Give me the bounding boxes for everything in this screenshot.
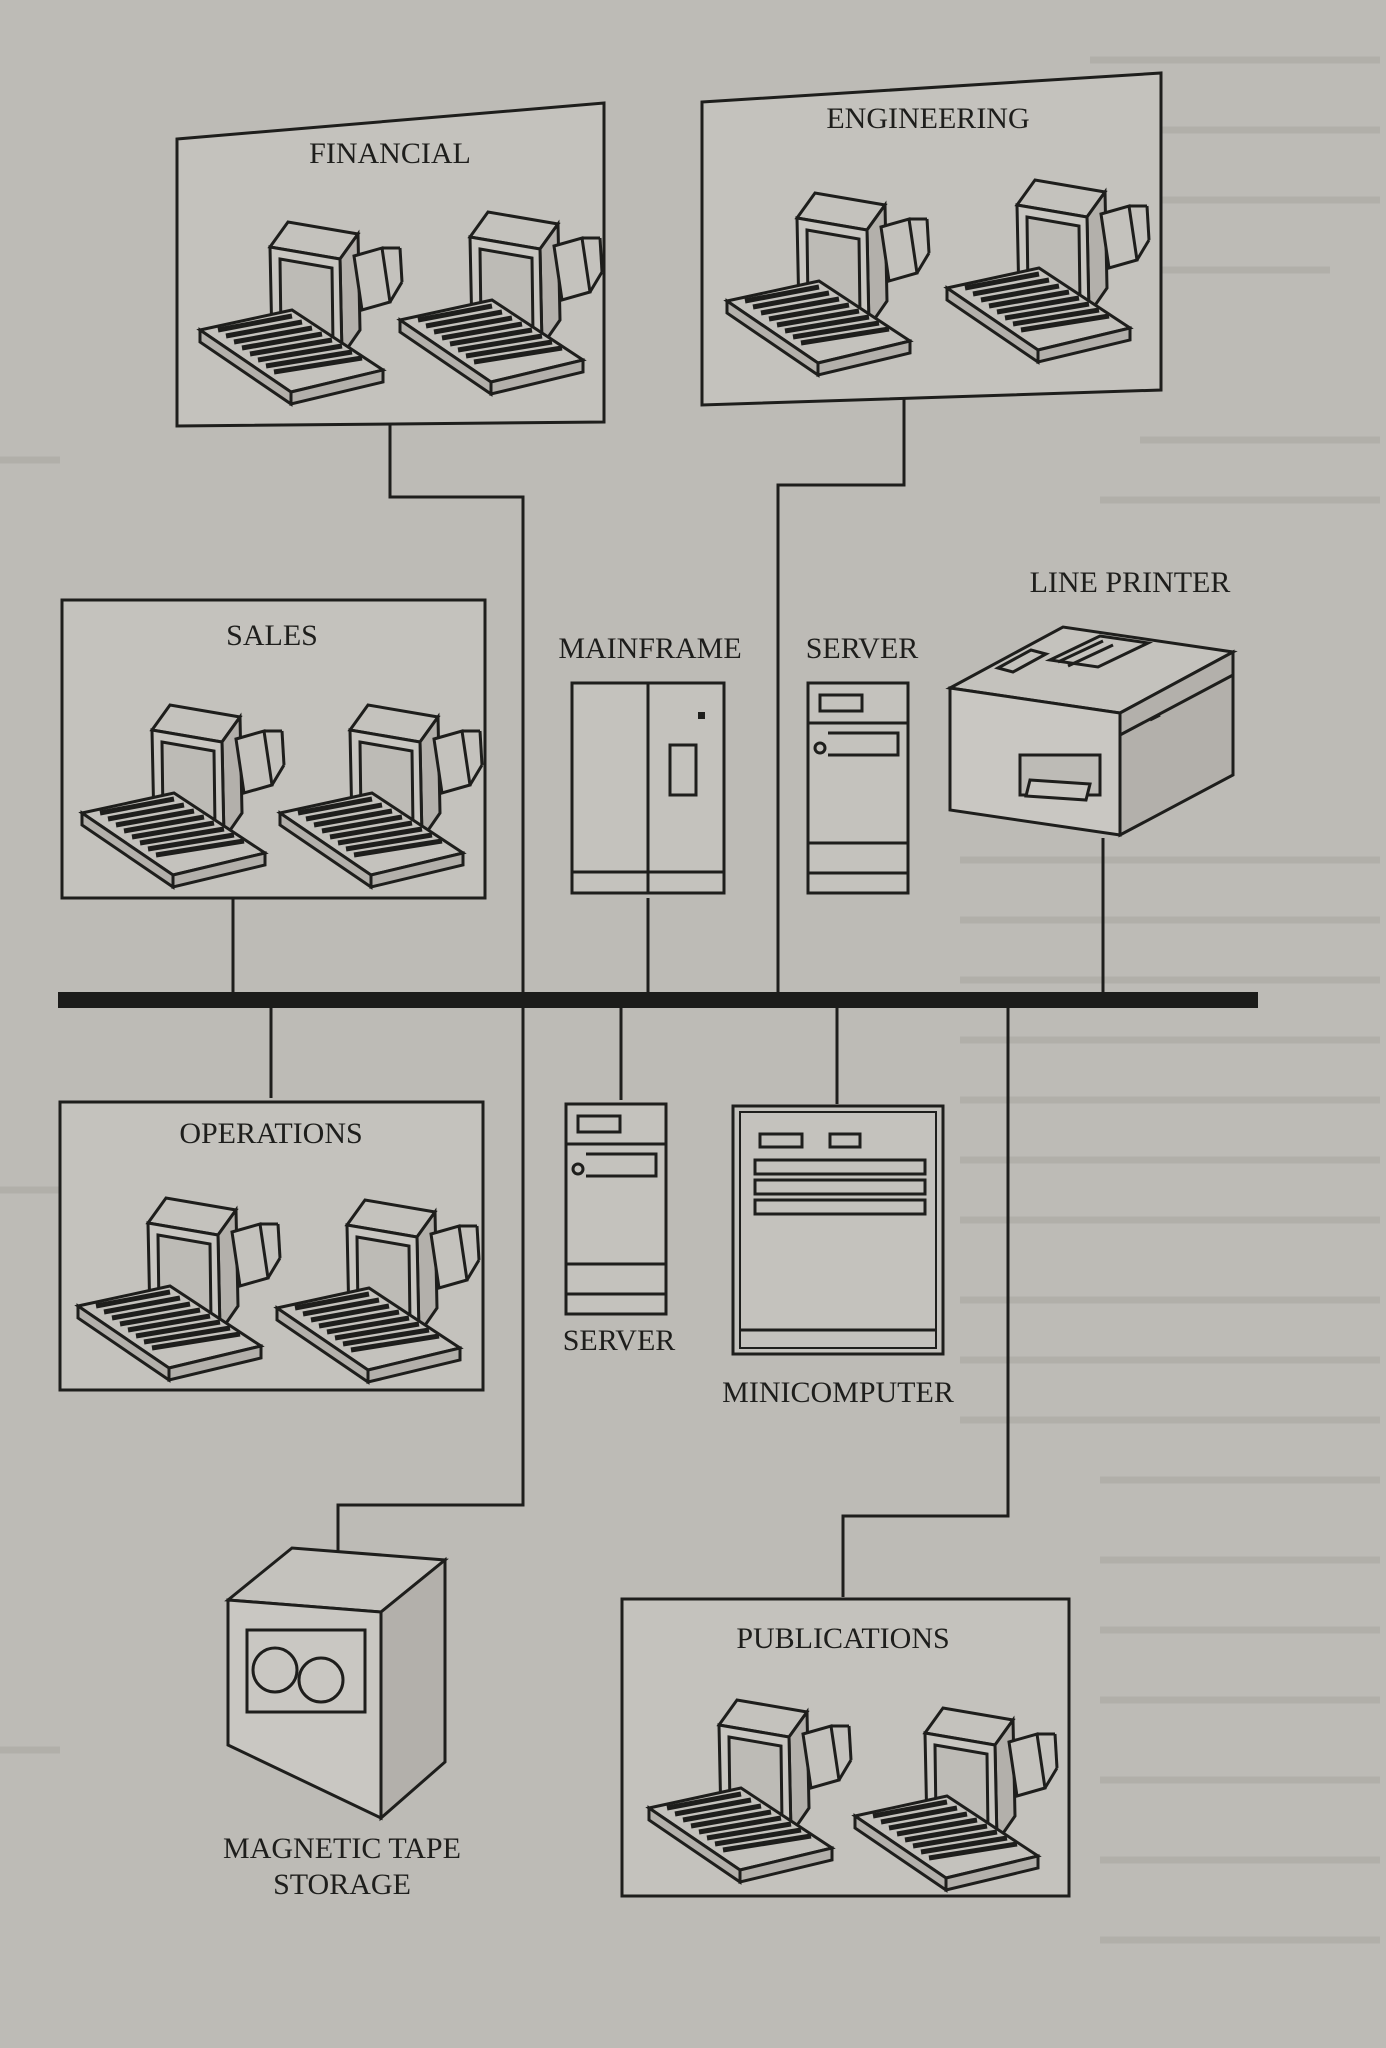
department-financial: FINANCIAL [175, 101, 606, 428]
server-top-label: SERVER [806, 632, 919, 665]
link-financial [388, 423, 525, 994]
department-sales: SALES [60, 598, 487, 900]
link-publications [841, 1006, 1010, 1597]
minicomputer-cabinet [731, 1104, 945, 1356]
tape-storage-label-line2: STORAGE [273, 1868, 411, 1901]
network-backbone [58, 992, 1258, 1008]
line-printer-label: LINE PRINTER [1030, 566, 1231, 599]
server-top: SERVER [806, 632, 919, 895]
server-bottom: SERVER [563, 1102, 676, 1357]
server-icon [564, 1102, 668, 1316]
department-label: SALES [226, 619, 318, 652]
department-operations: OPERATIONS [58, 1100, 485, 1392]
department-label: PUBLICATIONS [736, 1622, 949, 1655]
link-engineering [776, 397, 906, 994]
tape-storage-label-line1: MAGNETIC TAPE [223, 1832, 461, 1865]
department-label: ENGINEERING [826, 102, 1029, 135]
mainframe-label: MAINFRAME [558, 632, 741, 665]
server-bottom-label: SERVER [563, 1324, 676, 1357]
department-label: OPERATIONS [179, 1117, 362, 1150]
department-engineering: ENGINEERING [700, 71, 1163, 407]
mainframe: MAINFRAME [558, 632, 742, 895]
magnetic-tape-storage: MAGNETIC TAPE STORAGE [223, 1546, 461, 1901]
link-tape-storage [336, 1006, 525, 1592]
minicomputer-label: MINICOMPUTER [722, 1376, 954, 1409]
line-printer: LINE PRINTER [945, 566, 1238, 838]
connection-lines [231, 397, 1105, 1597]
department-publications: PUBLICATIONS [620, 1597, 1071, 1898]
server-icon [806, 681, 910, 895]
department-label: FINANCIAL [309, 137, 471, 170]
minicomputer: MINICOMPUTER [722, 1104, 954, 1409]
